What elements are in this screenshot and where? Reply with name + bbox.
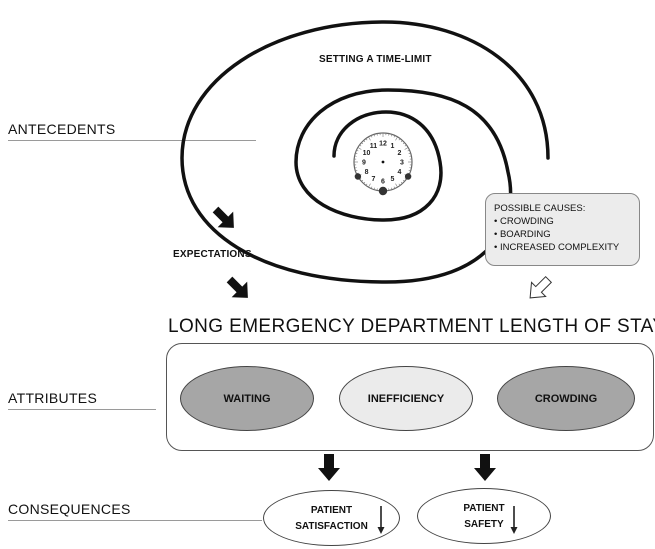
consequence-patient-satisfaction: PATIENT SATISFACTION [263, 490, 400, 546]
clock-tick [361, 179, 364, 182]
list-item: BOARDING [494, 228, 633, 241]
clock-tick [408, 152, 411, 154]
clock-tick [398, 138, 401, 141]
clock-tick [400, 140, 403, 143]
clock-marker [378, 186, 388, 196]
attribute-waiting: WAITING [180, 366, 314, 431]
clock-tick [368, 136, 371, 141]
clock-marker [354, 173, 362, 180]
attributes-rule [8, 409, 156, 410]
possible-causes-title: POSSIBLE CAUSES: [494, 203, 586, 214]
clock-tick [393, 186, 396, 189]
clock-tick [404, 144, 407, 147]
attribute-label: CROWDING [534, 392, 598, 405]
clock-tick [395, 183, 398, 188]
clock-tick [391, 187, 393, 190]
clock-tick [357, 147, 362, 150]
list-item: CROWDING [494, 215, 633, 228]
clock-tick [361, 142, 364, 145]
clock-tick [407, 149, 410, 152]
down-arrow-icon [474, 454, 496, 481]
clock-tick [355, 152, 358, 154]
clock-tick [370, 135, 373, 138]
clock-number: 2 [398, 150, 402, 157]
clock-number: 5 [391, 176, 395, 183]
consequence-line2: SATISFACTION [295, 521, 368, 532]
attribute-label: WAITING [223, 392, 271, 405]
clock-tick [355, 170, 358, 172]
spiral-label: SETTING A TIME-LIMIT [319, 54, 432, 65]
attributes-label: ATTRIBUTES [8, 390, 98, 406]
antecedents-rule [8, 140, 256, 141]
clock-tick [402, 142, 405, 145]
down-right-arrow-icon [212, 206, 234, 228]
clock-tick [363, 140, 366, 143]
consequence-patient-safety: PATIENT SAFETY [417, 488, 551, 544]
clock-tick [373, 134, 375, 137]
consequences-label: CONSEQUENCES [8, 501, 131, 517]
clock-number: 3 [400, 160, 404, 167]
clock-number: 1 [391, 143, 395, 150]
consequence-line1: PATIENT [463, 503, 505, 514]
possible-causes-box: POSSIBLE CAUSES: CROWDING BOARDING INCRE… [485, 193, 640, 266]
clock-number: 9 [362, 160, 366, 167]
list-item: INCREASED COMPLEXITY [494, 241, 633, 254]
clock-tick [368, 183, 371, 188]
antecedents-label: ANTECEDENTS [8, 121, 116, 137]
clock-tick [373, 187, 375, 190]
clock-tick [391, 134, 393, 137]
consequences-rule [8, 520, 262, 521]
time-limit-spiral [180, 20, 550, 284]
clock-tick [365, 183, 368, 186]
attribute-crowding: CROWDING [497, 366, 635, 431]
clock-number: 8 [365, 169, 369, 176]
down-arrow-icon [318, 454, 340, 481]
attribute-inefficiency: INEFFICIENCY [339, 366, 473, 431]
consequence-line1: PATIENT [310, 505, 353, 516]
hollow-down-left-arrow-icon [529, 275, 553, 299]
down-trend-icon [377, 506, 385, 534]
attribute-label: INEFFICIENCY [367, 392, 445, 405]
clock-number: 10 [363, 150, 371, 157]
clock-marker [404, 173, 412, 180]
down-right-arrow-icon [226, 276, 248, 298]
clock-number: 7 [372, 176, 376, 183]
down-trend-icon [510, 506, 518, 534]
clock-number: 12 [379, 141, 387, 148]
clock-tick [398, 183, 401, 186]
clock-tick [363, 181, 366, 184]
clock-tick [370, 186, 373, 189]
clock-tick [393, 135, 396, 138]
main-title: LONG EMERGENCY DEPARTMENT LENGTH OF STAY [168, 316, 655, 337]
clock-tick [365, 138, 368, 141]
clock-number: 4 [398, 169, 402, 176]
possible-causes-list: CROWDING BOARDING INCREASED COMPLEXITY [494, 215, 633, 254]
clock-tick [400, 181, 403, 184]
consequence-line2: SAFETY [464, 519, 504, 530]
clock-number: 6 [381, 179, 385, 186]
clock-tick [404, 147, 409, 150]
clock-tick [402, 179, 405, 182]
clock-tick [408, 170, 411, 172]
clock-center [381, 160, 385, 164]
clock-tick [359, 144, 362, 147]
expectations-label: EXPECTATIONS [173, 249, 252, 260]
clock-number: 11 [370, 143, 378, 150]
clock-tick [356, 149, 359, 152]
clock-tick [395, 136, 398, 141]
